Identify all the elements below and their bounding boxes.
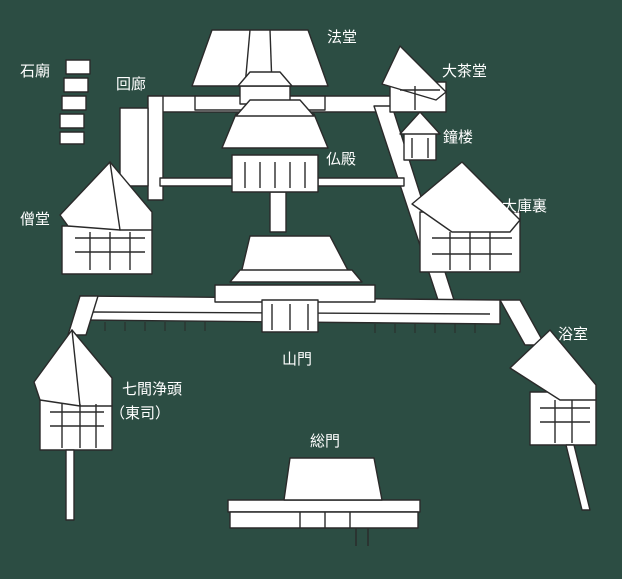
label-sanmon: 山門 — [282, 350, 313, 368]
label-kairo: 回廊 — [116, 75, 147, 93]
somon-building — [227, 457, 421, 546]
shoro-building — [399, 111, 441, 161]
yokushitsu-building — [509, 329, 597, 511]
label-daikuri: 大庫裏 — [502, 197, 548, 215]
label-butsuden: 仏殿 — [326, 150, 357, 168]
label-daisado: 大茶堂 — [442, 62, 488, 80]
label-shoro: 鐘楼 — [443, 128, 474, 146]
daisado-building — [381, 45, 447, 113]
label-hatto: 法堂 — [327, 28, 358, 46]
label-somon: 総門 — [310, 432, 341, 450]
label-sodo: 僧堂 — [20, 210, 51, 228]
sekibyo-shrines — [59, 59, 91, 145]
butsuden-building — [221, 99, 329, 193]
sodo-building — [59, 161, 153, 275]
kairo-columns — [104, 322, 476, 333]
label-tosu-sub: （東司） — [110, 404, 171, 422]
hatto-building — [191, 29, 329, 111]
label-sekibyo: 石廟 — [20, 62, 51, 80]
label-yokushitsu: 浴室 — [558, 325, 589, 343]
sanmon-building — [214, 235, 376, 333]
label-tosu: 七間浄頭 — [122, 380, 183, 398]
tosu-building — [33, 329, 113, 521]
daikuri-building — [411, 161, 521, 273]
